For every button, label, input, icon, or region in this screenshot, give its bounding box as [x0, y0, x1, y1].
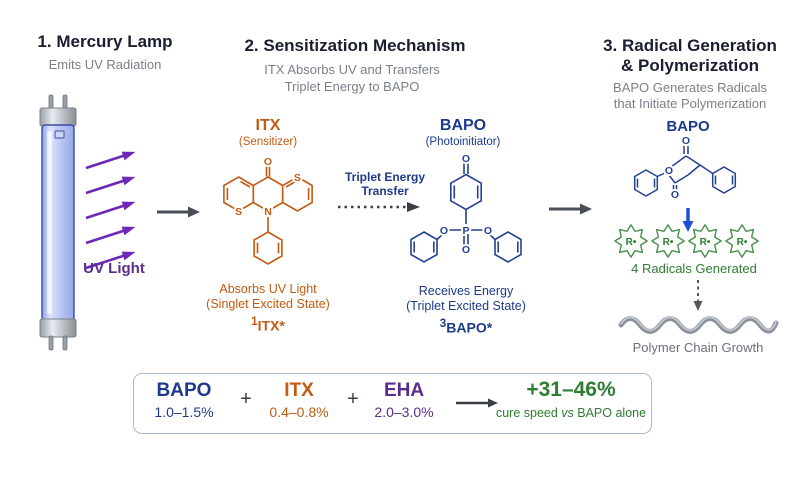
frag-atom-oxygen-bottom: O	[671, 189, 679, 201]
transfer-label-line2: Transfer	[361, 184, 409, 198]
section2-title: 2. Sensitization Mechanism	[244, 36, 466, 55]
radical-symbol: R•	[663, 237, 674, 248]
formula-bapo-range: 1.0–1.5%	[154, 404, 214, 420]
radicals-caption: 4 Radicals Generated	[631, 261, 757, 276]
itx-atom-sulfur-left: S	[235, 206, 242, 218]
itx-role: (Sensitizer)	[238, 136, 298, 148]
itx-atom-sulfur-right: S	[294, 172, 301, 184]
dashed-arrow-right-icon	[338, 202, 420, 212]
itx-caption-line2: (Singlet Excited State)	[206, 297, 330, 311]
bapo-caption-line1: Receives Energy	[418, 284, 514, 298]
bapo-caption-line2: (Triplet Excited State)	[406, 299, 526, 313]
section1-subtitle: Emits UV Radiation	[48, 57, 162, 72]
section3-bapo-label: BAPO	[666, 118, 710, 135]
formulation-summary-box: BAPO 1.0–1.5% + ITX 0.4–0.8% + EHA 2.0–3…	[133, 373, 652, 434]
radical-star: R•	[688, 224, 722, 258]
itx-excited-superscript: 1	[251, 315, 258, 328]
bapo-atom-oxygen-left: O	[440, 225, 448, 237]
radical-star: R•	[725, 224, 759, 258]
bapo-atom-oxygen-right: O	[484, 225, 492, 237]
section3-subtitle-line1: BAPO Generates Radicals	[613, 80, 767, 95]
result-caption: cure speed vs BAPO alone	[495, 406, 647, 420]
bapo-excited-superscript: 3	[439, 317, 447, 330]
section2-subtitle-line2: Triplet Energy to BAPO	[284, 79, 420, 94]
formula-bapo-name: BAPO	[156, 380, 212, 401]
bapo-atom-oxygen-top: O	[462, 153, 470, 165]
radical-symbol: R•	[700, 237, 711, 248]
bapo-name: BAPO	[439, 117, 487, 134]
bapo-atom-phosphorus: P	[462, 225, 469, 237]
formula-itx-name: ITX	[284, 380, 314, 401]
section2-subtitle-line1: ITX Absorbs UV and Transfers	[264, 62, 440, 77]
itx-structure: O S S N	[223, 154, 313, 265]
section1-title: 1. Mercury Lamp	[37, 32, 173, 51]
result-value: +31–46%	[526, 378, 616, 401]
plus-sign: +	[347, 388, 359, 410]
itx-excited-state: 1ITX*	[251, 315, 285, 334]
formula-eha-range: 2.0–3.0%	[374, 404, 434, 420]
frag-atom-oxygen-top: O	[682, 135, 690, 147]
arrow-right-icon	[157, 206, 200, 218]
section3-subtitle-line2: that Initiate Polymerization	[613, 96, 767, 111]
itx-name: ITX	[255, 117, 281, 134]
bapo-structure: O P O O O	[410, 151, 522, 263]
radical-symbol: R•	[737, 237, 748, 248]
bapo-role: (Photoinitiator)	[425, 136, 501, 148]
dashed-arrow-down-icon	[693, 280, 703, 311]
radical-star: R•	[614, 224, 648, 258]
transfer-label-line1: Triplet Energy	[344, 170, 426, 184]
uv-rays-icon	[85, 151, 136, 270]
frag-atom-oxygen-mid: O	[665, 165, 673, 177]
polymer-chain-wave	[618, 316, 779, 334]
bapo-excited-state: 3BAPO*	[439, 317, 493, 336]
radical-star: R•	[651, 224, 685, 258]
bapo-atom-oxygen-bottom: O	[462, 244, 470, 256]
formula-itx-range: 0.4–0.8%	[269, 404, 329, 420]
arrow-down-icon	[682, 208, 694, 232]
itx-atom-nitrogen: N	[264, 206, 272, 218]
polymer-caption: Polymer Chain Growth	[632, 340, 764, 355]
section3-title-line2: & Polymerization	[621, 56, 759, 75]
section3-title-line1: 3. Radical Generation	[603, 36, 777, 55]
formula-eha-name: EHA	[383, 380, 425, 401]
arrow-right-icon	[456, 398, 498, 408]
mercury-lamp-illustration	[39, 94, 77, 351]
itx-caption-line1: Absorbs UV Light	[219, 282, 317, 296]
radical-symbol: R•	[626, 237, 637, 248]
bapo-fragmentation-structure: O O O	[633, 134, 737, 203]
arrow-right-icon	[549, 203, 592, 215]
uv-light-label: UV Light	[83, 260, 145, 277]
plus-sign: +	[240, 388, 252, 410]
itx-atom-oxygen: O	[264, 156, 272, 168]
